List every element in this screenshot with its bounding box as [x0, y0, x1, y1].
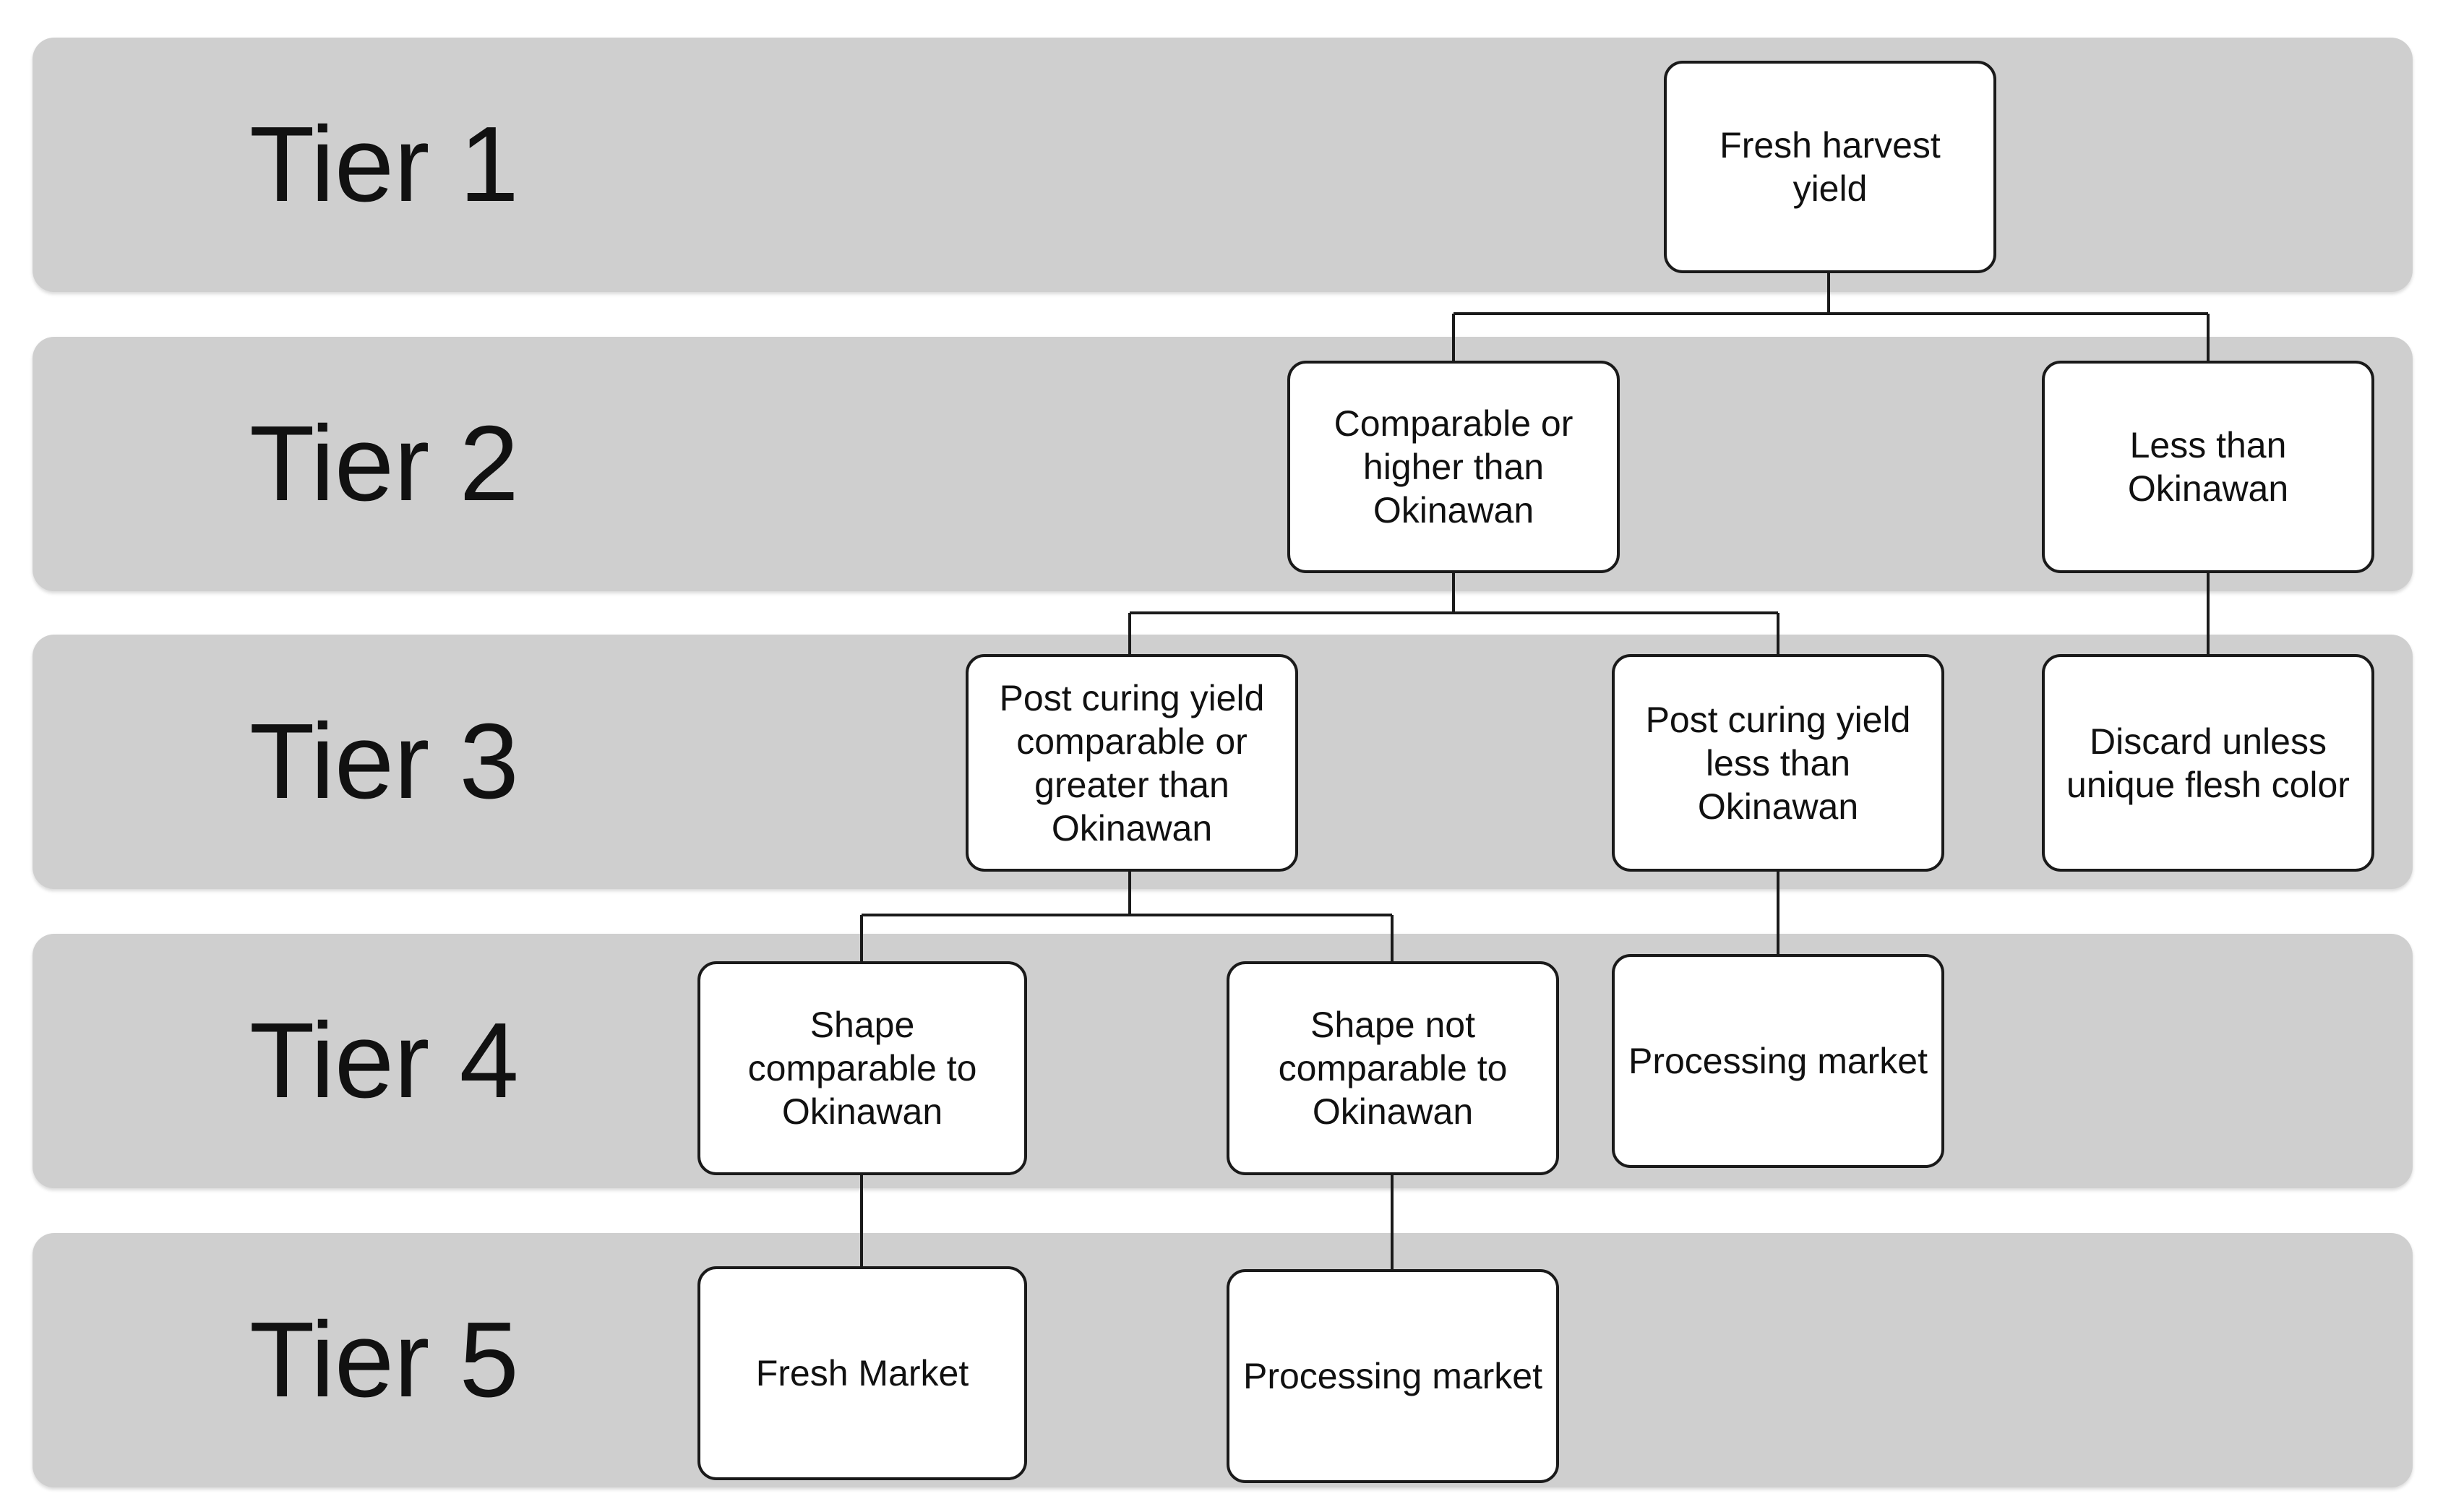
node-comparable-or-higher: Comparable or higher than Okinawan [1287, 361, 1620, 573]
node-post-curing-comparable: Post curing yield comparable or greater … [966, 654, 1298, 872]
connector-t1-to-t2 [1452, 273, 2210, 361]
node-discard-unless: Discard unless unique flesh color [2042, 654, 2374, 872]
node-shape-comparable: Shape comparable to Okinawan [697, 961, 1027, 1175]
tier-1-label: Tier 1 [249, 105, 519, 224]
node-processing-market-tier5: Processing market [1227, 1269, 1559, 1483]
tier-2-label: Tier 2 [249, 404, 519, 523]
node-fresh-harvest-yield: Fresh harvest yield [1664, 61, 1996, 273]
node-post-curing-less: Post curing yield less than Okinawan [1612, 654, 1944, 872]
node-processing-market-tier4: Processing market [1612, 954, 1944, 1168]
tier-5-band [33, 1233, 2413, 1487]
tier-4-band [33, 934, 2413, 1188]
tier-1-band [33, 38, 2413, 292]
connector-t3-to-t4-left [860, 872, 1394, 961]
tier-4-label: Tier 4 [249, 1001, 519, 1120]
tier-5-label: Tier 5 [249, 1300, 519, 1419]
connector-t2-to-t3-left [1128, 573, 1779, 654]
node-fresh-market: Fresh Market [697, 1266, 1027, 1480]
node-less-than-okinawan: Less than Okinawan [2042, 361, 2374, 573]
node-shape-not-comparable: Shape not comparable to Okinawan [1227, 961, 1559, 1175]
tier-3-label: Tier 3 [249, 702, 519, 821]
tier-2-band [33, 337, 2413, 591]
